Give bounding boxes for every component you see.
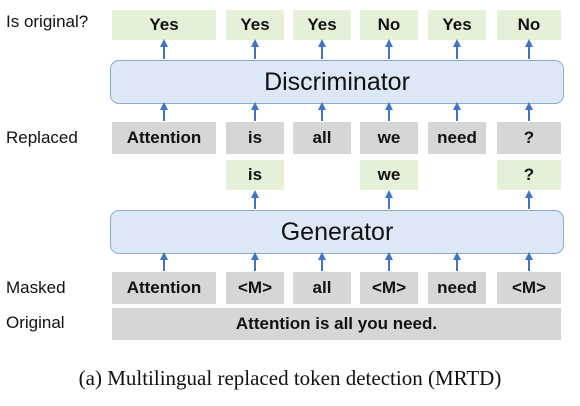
is-original-value: Yes bbox=[112, 10, 216, 40]
figure-caption: (a) Multilingual replaced token detectio… bbox=[78, 366, 502, 390]
masked-token: <M> bbox=[360, 272, 418, 304]
generated-token: ? bbox=[497, 160, 561, 190]
original-label: Original bbox=[6, 313, 65, 332]
original-sentence: Attention is all you need. bbox=[112, 308, 561, 340]
discriminator-box: Discriminator bbox=[110, 60, 564, 104]
generator-box: Generator bbox=[110, 210, 564, 254]
generated-token: is bbox=[226, 160, 284, 190]
is-original-value: Yes bbox=[428, 10, 486, 40]
masked-token: <M> bbox=[226, 272, 284, 304]
masked-token: all bbox=[293, 272, 351, 304]
is-original-value: No bbox=[360, 10, 418, 40]
replaced-token: ? bbox=[497, 122, 561, 154]
replaced-token: need bbox=[428, 122, 486, 154]
is-original-label: Is original? bbox=[6, 12, 89, 31]
replaced-token: is bbox=[226, 122, 284, 154]
is-original-value: Yes bbox=[226, 10, 284, 40]
replaced-token: all bbox=[293, 122, 351, 154]
masked-label: Masked bbox=[6, 278, 66, 297]
generated-token: we bbox=[360, 160, 418, 190]
is-original-value: Yes bbox=[293, 10, 351, 40]
masked-token: Attention bbox=[112, 272, 216, 304]
masked-token: need bbox=[428, 272, 486, 304]
replaced-label: Replaced bbox=[6, 128, 78, 147]
replaced-token: we bbox=[360, 122, 418, 154]
is-original-value: No bbox=[497, 10, 561, 40]
masked-token: <M> bbox=[497, 272, 561, 304]
replaced-token: Attention bbox=[112, 122, 216, 154]
